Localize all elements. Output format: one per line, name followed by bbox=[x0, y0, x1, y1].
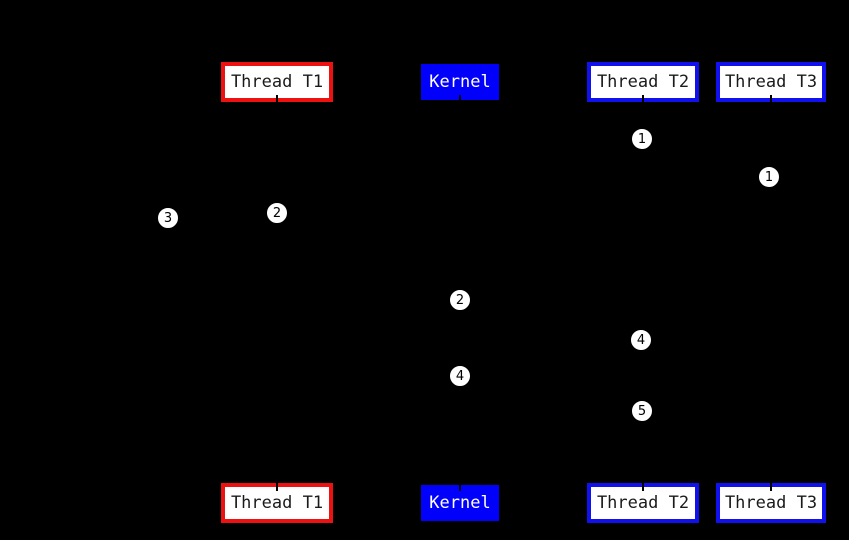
step-marker-5: 5 bbox=[631, 400, 653, 422]
thread-t2-box-bottom: Thread T2 bbox=[587, 483, 699, 523]
step-marker-3: 3 bbox=[157, 207, 179, 229]
step-marker-1: 1 bbox=[758, 166, 780, 188]
thread-t2-lifeline bbox=[642, 95, 644, 491]
thread-t1-lifeline bbox=[276, 95, 278, 491]
step-marker-4: 4 bbox=[449, 365, 471, 387]
step-marker-1: 1 bbox=[631, 128, 653, 150]
step-marker-2: 2 bbox=[266, 202, 288, 224]
kernel-box-top: Kernel bbox=[421, 64, 499, 100]
thread-t3-lifeline bbox=[770, 95, 772, 491]
step-marker-4: 4 bbox=[630, 329, 652, 351]
step-marker-2: 2 bbox=[449, 289, 471, 311]
thread-t3-box-bottom: Thread T3 bbox=[716, 483, 826, 523]
kernel-box-bottom: Kernel bbox=[421, 485, 499, 521]
